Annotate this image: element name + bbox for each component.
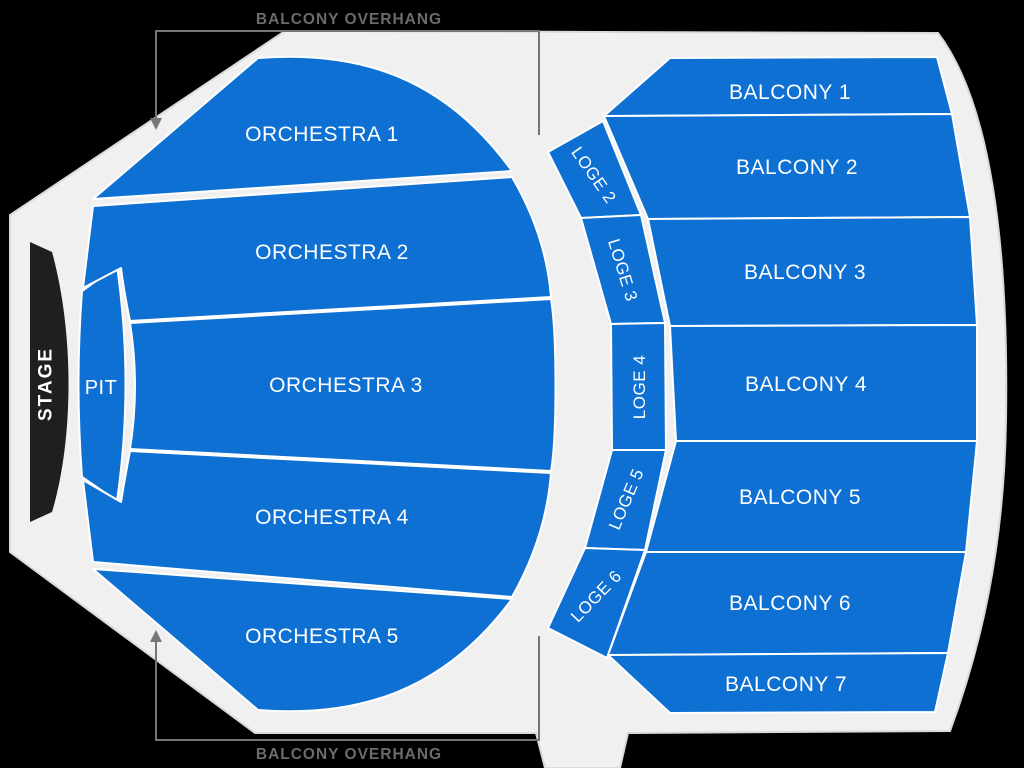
balcony-2-label: BALCONY 2 [736, 156, 858, 179]
section-balcony-3[interactable]: BALCONY 3 [647, 216, 978, 327]
section-loge-2[interactable]: LOGE 2 [547, 120, 642, 219]
section-loge-3[interactable]: LOGE 3 [580, 214, 666, 325]
section-balcony-1[interactable]: BALCONY 1 [603, 56, 953, 117]
orchestra-5-shape[interactable] [92, 568, 513, 713]
pit-label: PIT [85, 377, 118, 399]
section-orchestra-5[interactable]: ORCHESTRA 5 [92, 568, 513, 713]
section-loge-4[interactable]: LOGE 4 [610, 322, 667, 451]
orchestra-2-label: ORCHESTRA 2 [255, 241, 409, 264]
overhang-bottom-arrow-up-icon [150, 630, 162, 642]
loge-6-shape[interactable] [547, 547, 646, 659]
balcony-7-shape[interactable] [607, 652, 949, 714]
overhang-top-label: BALCONY OVERHANG [256, 11, 442, 28]
balcony-5-label: BALCONY 5 [739, 486, 861, 509]
section-balcony-4[interactable]: BALCONY 4 [669, 324, 978, 442]
section-orchestra-2[interactable]: ORCHESTRA 2 [82, 176, 552, 322]
overhang-bottom-bracket [155, 636, 540, 741]
section-orchestra-3[interactable]: ORCHESTRA 3 [129, 298, 557, 472]
balcony-overhang-bottom: BALCONY OVERHANG [150, 630, 540, 763]
orchestra-3-label: ORCHESTRA 3 [269, 374, 423, 397]
balcony-7-label: BALCONY 7 [725, 673, 847, 696]
overhang-bottom-label: BALCONY OVERHANG [256, 746, 442, 763]
balcony-4-label: BALCONY 4 [745, 373, 867, 396]
section-loge-5[interactable]: LOGE 5 [584, 449, 667, 551]
stage-section: STAGE [30, 242, 69, 522]
section-orchestra-1[interactable]: ORCHESTRA 1 [92, 55, 513, 200]
orchestra-1-label: ORCHESTRA 1 [245, 123, 399, 146]
stage-label: STAGE [36, 347, 57, 421]
section-loge-6[interactable]: LOGE 6 [547, 547, 646, 659]
overhang-top-arrow-down-icon [150, 118, 162, 130]
overhang-top-bracket [155, 30, 540, 135]
orchestra-2-shape[interactable] [82, 176, 552, 322]
balcony-3-label: BALCONY 3 [744, 261, 866, 284]
orchestra-1-shape[interactable] [92, 55, 513, 200]
section-balcony-2[interactable]: BALCONY 2 [603, 113, 971, 220]
balcony-6-label: BALCONY 6 [729, 592, 851, 615]
section-balcony-5[interactable]: BALCONY 5 [645, 440, 978, 553]
orchestra-4-label: ORCHESTRA 4 [255, 506, 409, 529]
balcony-1-label: BALCONY 1 [729, 81, 851, 104]
section-orchestra-4[interactable]: ORCHESTRA 4 [82, 450, 552, 598]
orchestra-4-shape[interactable] [82, 450, 552, 598]
orchestra-5-label: ORCHESTRA 5 [245, 625, 399, 648]
orchestra-3-shape[interactable] [129, 298, 557, 472]
balcony-overhang-top: BALCONY OVERHANG [150, 11, 540, 135]
loge-4-label: LOGE 4 [630, 355, 649, 419]
pit-section[interactable]: PIT [77, 265, 127, 502]
stage-shape [30, 242, 69, 522]
section-balcony-7[interactable]: BALCONY 7 [607, 652, 949, 714]
section-balcony-6[interactable]: BALCONY 6 [607, 551, 967, 656]
